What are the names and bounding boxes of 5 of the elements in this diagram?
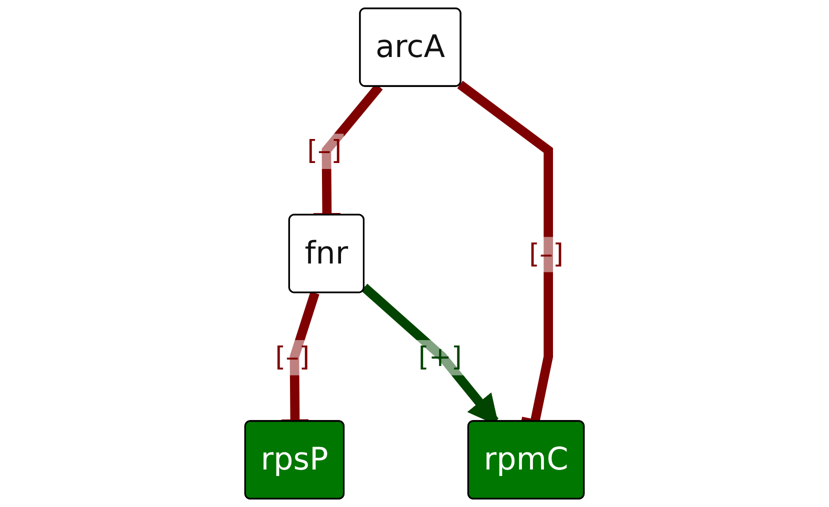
edge-label: [+] <box>416 340 464 376</box>
gene-box: fnr <box>288 214 364 294</box>
gene-box: rpsP <box>244 420 345 500</box>
gene-box: arcA <box>359 8 462 87</box>
gene-box: rpmC <box>467 420 585 500</box>
